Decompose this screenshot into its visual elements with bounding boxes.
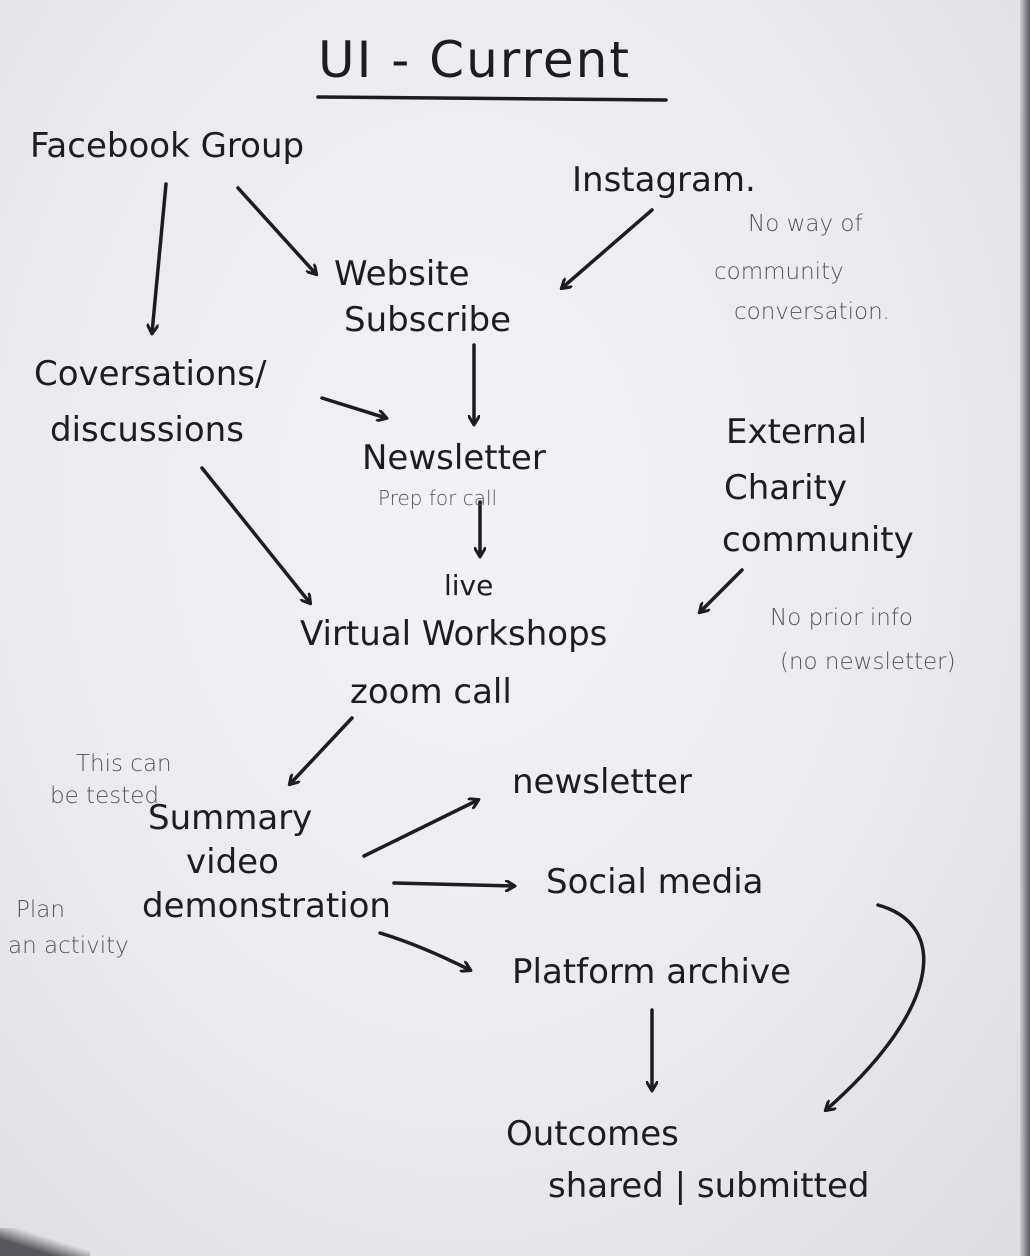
node-live: live (444, 569, 494, 602)
node-instagram: Instagram. (572, 160, 756, 200)
node-social-media: Social media (546, 862, 764, 902)
note-no-way-of: No way of (748, 211, 863, 237)
title-underline (316, 95, 668, 102)
note-this-can: This can (76, 751, 172, 777)
node-website: Website (334, 254, 470, 294)
note-an-activity: an activity (8, 933, 129, 959)
node-summary: Summary (148, 798, 313, 838)
arrow-facebook-to-website (236, 186, 316, 274)
arrow-conversations-to-newsletter (320, 396, 386, 418)
note-no-prior-info: No prior info (770, 605, 914, 631)
note-community: community (714, 259, 844, 285)
note-no-newsletter: (no newsletter) (780, 649, 956, 675)
node-conversations: Coversations/ (34, 354, 267, 394)
note-prep-for-call: Prep for call (378, 486, 498, 510)
node-discussions: discussions (50, 410, 244, 450)
note-conversation: conversation. (734, 299, 890, 325)
arrow-external-to-workshops (700, 568, 744, 612)
paper-edge-shadow (1020, 0, 1030, 1256)
node-external: External (726, 412, 868, 452)
arrow-summary-to-newsletter (362, 800, 478, 858)
node-video: video (186, 842, 279, 882)
node-platform-archive: Platform archive (512, 952, 791, 992)
node-facebook-group: Facebook Group (30, 126, 305, 166)
node-community: community (722, 520, 914, 560)
arrow-summary-to-platform (378, 931, 470, 970)
node-outcomes: Outcomes (506, 1114, 679, 1154)
arrow-facebook-to-conversations (152, 182, 168, 333)
node-zoom-call: zoom call (350, 672, 512, 712)
node-virtual-workshops: Virtual Workshops (300, 614, 608, 654)
node-demonstration: demonstration (142, 886, 391, 926)
paper-corner-shadow (0, 1228, 90, 1256)
note-plan: Plan (16, 897, 65, 923)
arrow-discussions-to-workshops (200, 466, 310, 603)
node-newsletter-bottom: newsletter (512, 762, 692, 802)
node-charity: Charity (724, 468, 848, 508)
note-be-tested: be tested (50, 783, 159, 809)
node-newsletter-top: Newsletter (362, 438, 546, 478)
arrow-instagram-to-website (562, 208, 654, 288)
page-title: UI - Current (318, 31, 631, 89)
arrow-social-to-outcomes (826, 903, 926, 1110)
arrow-zoom-to-summary (290, 716, 354, 784)
arrow-summary-to-social (392, 883, 514, 886)
node-subscribe: Subscribe (344, 300, 512, 340)
node-shared-submitted: shared | submitted (548, 1166, 870, 1206)
